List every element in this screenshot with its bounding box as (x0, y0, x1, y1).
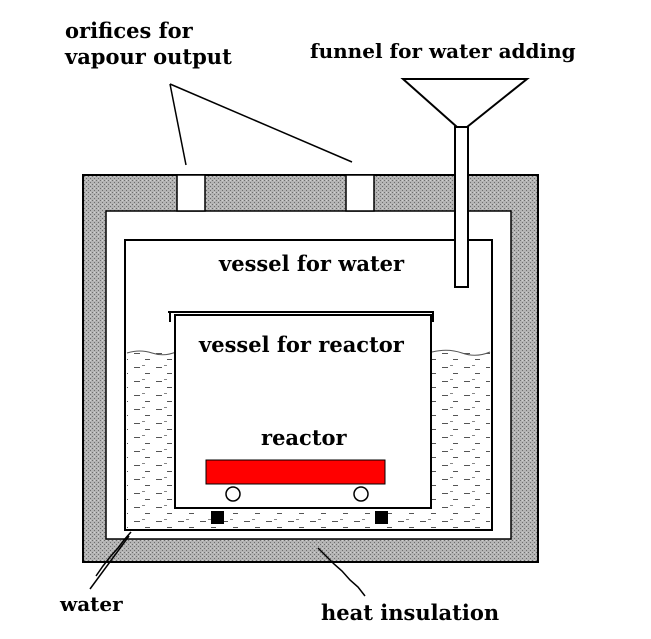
orifices-label-line2: vapour output (64, 44, 232, 69)
leader-lines (89, 83, 366, 597)
vapour-orifice-left (176, 174, 206, 212)
water-label: water (59, 592, 123, 616)
orifices-label-line1: orifices for (65, 18, 194, 43)
support-right (375, 511, 388, 524)
funnel (400, 78, 530, 288)
reactor-vessel-label: vessel for reactor (198, 332, 405, 357)
vapour-orifice-right (345, 174, 375, 212)
support-left (211, 511, 224, 524)
reactor-wheel-left (225, 486, 241, 502)
funnel-label: funnel for water adding (310, 39, 576, 63)
reactor-wheel-right (353, 486, 369, 502)
heat-insulation-label: heat insulation (321, 600, 499, 625)
reactor-block (205, 459, 386, 485)
reactor-label: reactor (261, 425, 348, 450)
water-vessel-label: vessel for water (218, 251, 405, 276)
